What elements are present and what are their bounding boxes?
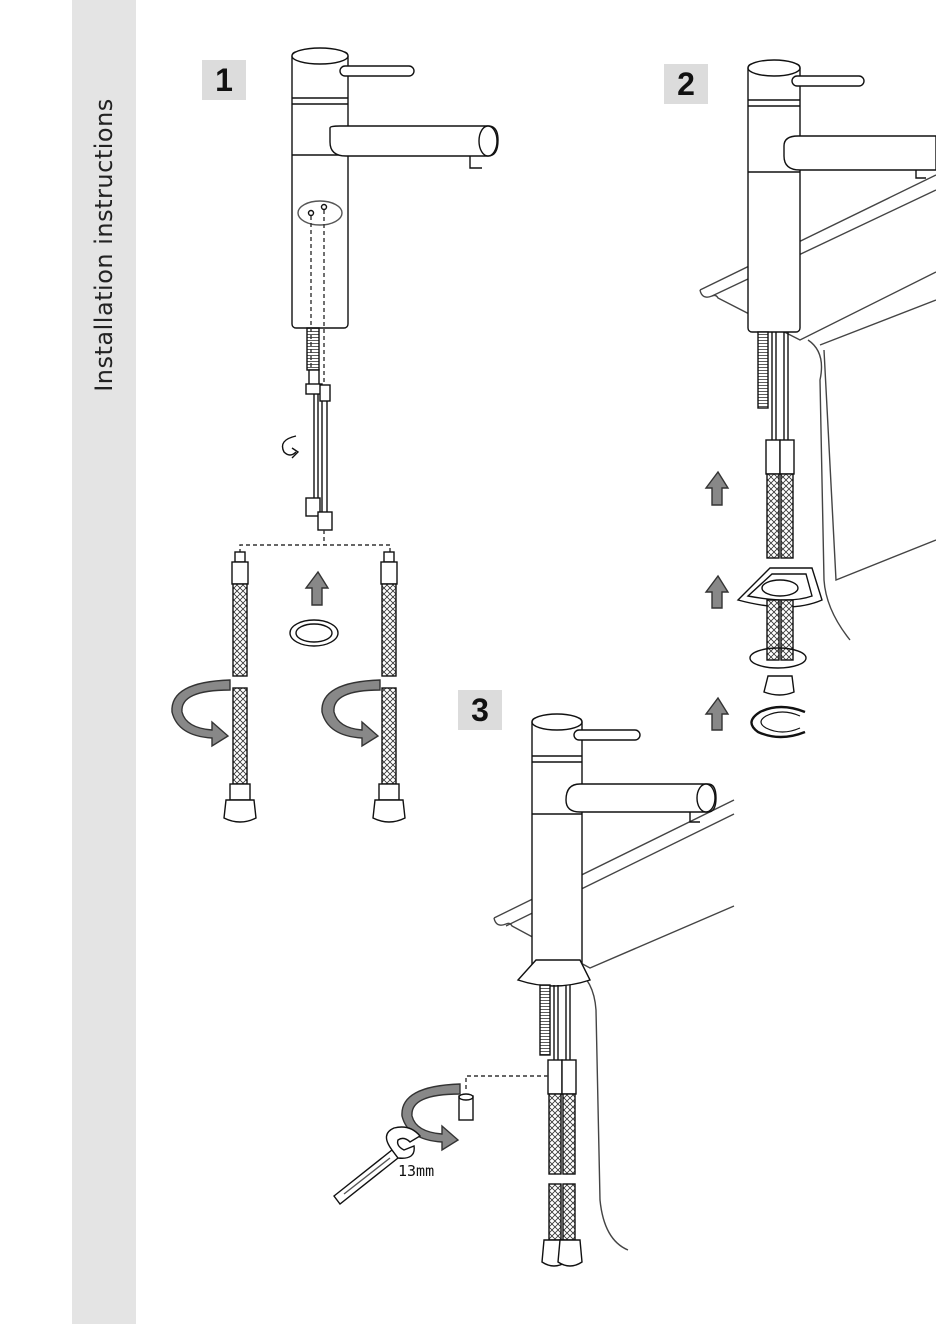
step-2-illustration (700, 60, 936, 737)
faucet-icon (532, 714, 716, 968)
wrench-size-label: 13mm (398, 1162, 434, 1180)
step-1-illustration (172, 48, 498, 822)
faucet-icon (292, 48, 498, 328)
faucet-icon (748, 60, 936, 332)
